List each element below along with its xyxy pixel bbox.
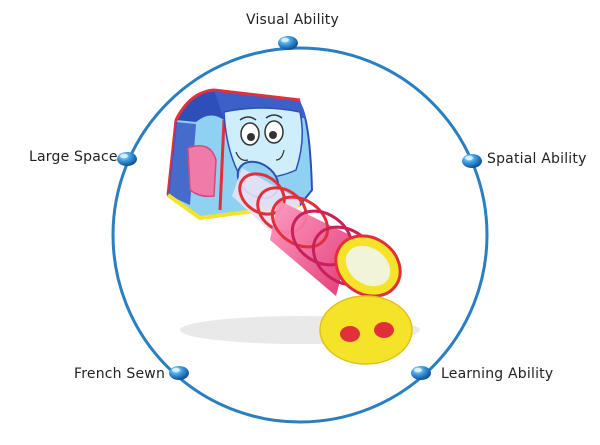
ring-node-top-left xyxy=(117,152,137,166)
feature-ring xyxy=(111,46,489,424)
label-spatial-ability: Spatial Ability xyxy=(487,151,587,167)
label-learning-ability: Learning Ability xyxy=(441,366,554,382)
tunnel xyxy=(232,160,402,298)
label-visual-ability: Visual Ability xyxy=(246,12,339,28)
label-french-sewn: French Sewn xyxy=(74,366,166,382)
ring-node-top-right xyxy=(462,154,482,168)
ring-node-bottom-right xyxy=(411,366,431,380)
tunnel-flap xyxy=(319,295,413,365)
ring-node-bottom-left xyxy=(169,366,189,380)
tent-tunnel-illustration xyxy=(166,88,420,365)
label-large-space: Large Space xyxy=(29,149,118,165)
ring-node-top xyxy=(278,36,298,50)
